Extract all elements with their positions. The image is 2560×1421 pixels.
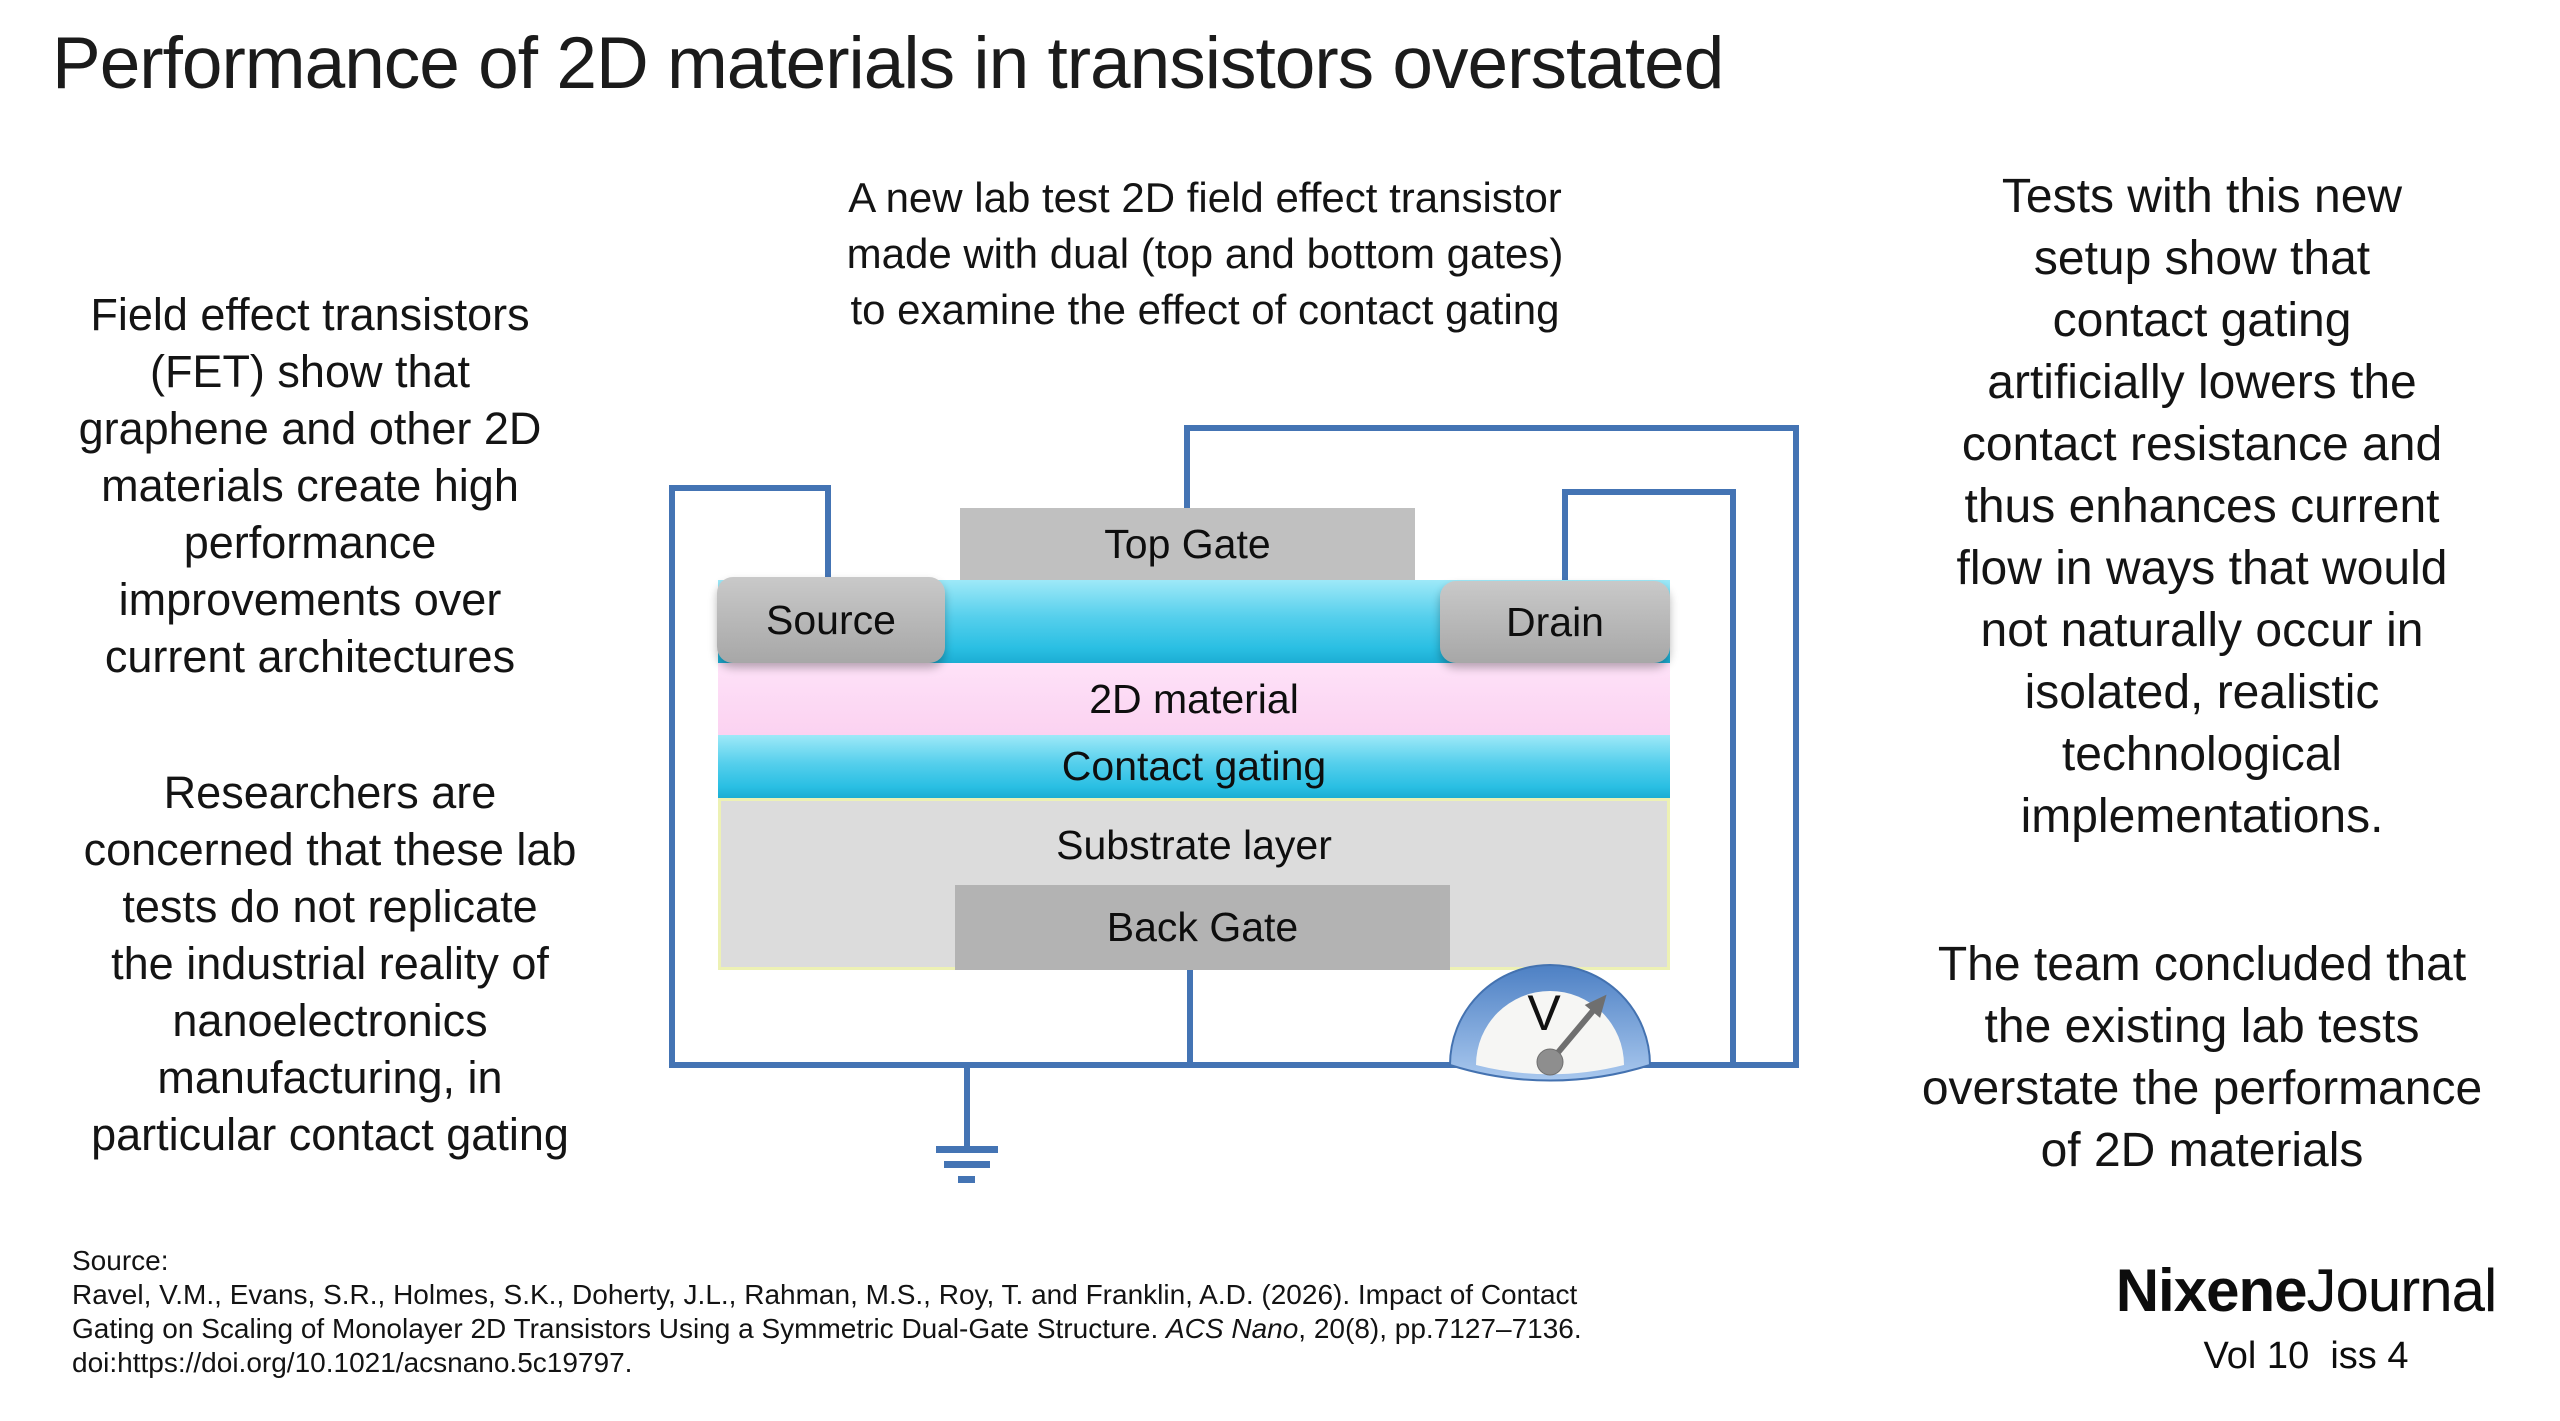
journal-logo: NixeneJournal xyxy=(2115,1257,2498,1324)
ground-icon-stub xyxy=(964,1065,970,1150)
voltmeter-label: V xyxy=(1527,985,1561,1041)
right-paragraph-1: Tests with this new setup show that cont… xyxy=(1956,170,2448,843)
back-gate-block: Back Gate xyxy=(955,885,1450,970)
wire-topgate-drop xyxy=(1184,425,1190,511)
journal-brand: NixeneJournal Vol 10 iss 4 xyxy=(2066,1256,2546,1378)
2d-material-layer: 2D material xyxy=(718,663,1670,735)
wire-source-drop xyxy=(825,485,831,581)
voltmeter-gauge: V xyxy=(1448,964,1652,1082)
wire-top-horizontal xyxy=(1184,425,1799,431)
voltmeter-face xyxy=(1476,991,1624,1075)
page-title: Performance of 2D materials in transisto… xyxy=(52,23,1724,104)
voltmeter-pivot xyxy=(1536,1048,1564,1076)
citation-line-3: doi:https://doi.org/10.1021/acsnano.5c19… xyxy=(72,1347,633,1378)
citation-line-1: Ravel, V.M., Evans, S.R., Holmes, S.K., … xyxy=(72,1279,1578,1310)
2d-material-label: 2D material xyxy=(1089,676,1299,722)
ground-icon-bar3 xyxy=(958,1176,975,1183)
ground-icon-bar1 xyxy=(936,1146,998,1153)
right-paragraph-2: The team concluded that the existing lab… xyxy=(1921,938,2483,1177)
drain-pad: Drain xyxy=(1440,581,1670,663)
citation-line-2: Gating on Scaling of Monolayer 2D Transi… xyxy=(72,1313,1582,1344)
wire-backgate-stub xyxy=(1187,970,1193,1068)
journal-issue: Vol 10 iss 4 xyxy=(2203,1335,2409,1377)
wire-source-top-horizontal xyxy=(669,485,831,491)
source-pad: Source xyxy=(717,577,945,663)
top-gate-block: Top Gate xyxy=(960,508,1415,580)
left-paragraph-1: Field effect transistors (FET) show that… xyxy=(78,289,542,682)
journal-name-italic: ACS Nano xyxy=(1166,1313,1299,1344)
left-paragraph-2: Researchers are concerned that these lab… xyxy=(83,767,577,1160)
wire-drain-horizontal xyxy=(1562,489,1736,495)
wire-drain-drop xyxy=(1562,489,1568,585)
source-citation: Source: Ravel, V.M., Evans, S.R., Holmes… xyxy=(72,1244,1582,1380)
wire-right-outer-vertical xyxy=(1793,425,1799,1068)
ground-icon-bar2 xyxy=(944,1161,990,1168)
substrate-label: Substrate layer xyxy=(1056,822,1332,868)
wire-bottom-horizontal xyxy=(669,1062,1799,1068)
contact-gating-label: Contact gating xyxy=(1061,743,1327,789)
center-caption: A new lab test 2D field effect transisto… xyxy=(846,174,1564,333)
wire-source-left-vertical xyxy=(669,485,675,1068)
source-label: Source: xyxy=(72,1245,169,1276)
wire-right-inner-vertical xyxy=(1730,489,1736,1068)
contact-gating-layer: Contact gating xyxy=(718,735,1670,798)
